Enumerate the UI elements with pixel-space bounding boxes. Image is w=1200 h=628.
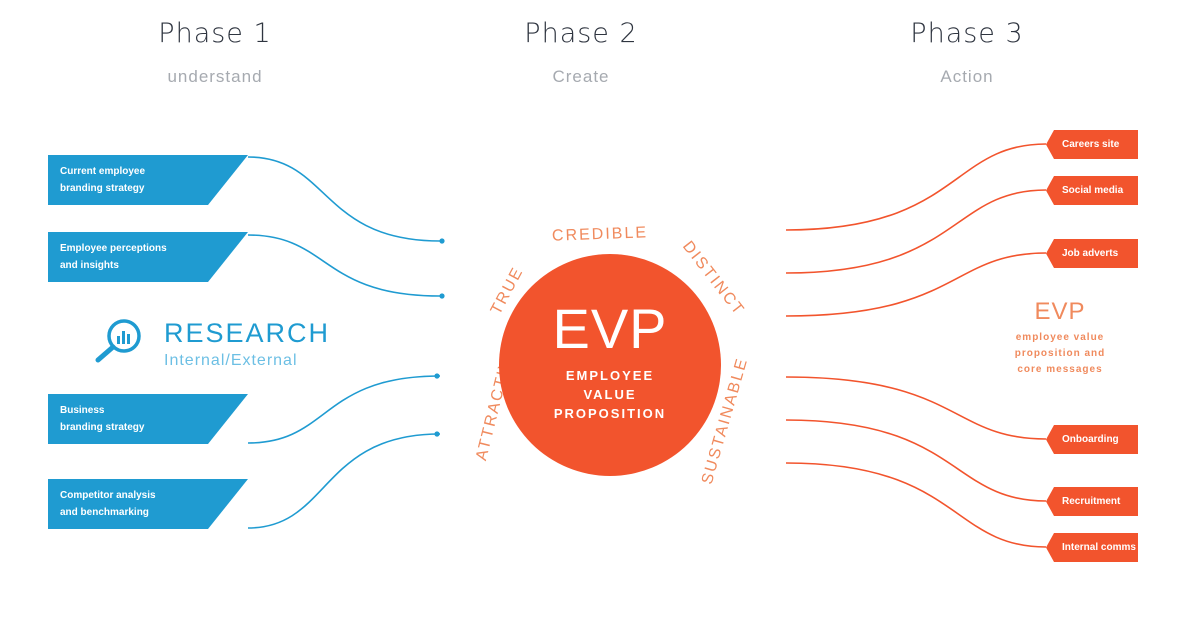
evp-subtitle-line1: EMPLOYEE [565, 368, 655, 383]
input-tag-2: Employee perceptions and insights [48, 232, 248, 282]
connector-right-1 [785, 143, 1047, 231]
phase-2-title: Phase 2 [524, 18, 638, 49]
evp-subtitle-line3: PROPOSITION [553, 406, 667, 421]
connector-dot-3 [434, 373, 440, 379]
input-tag-1-line2: branding strategy [60, 183, 145, 194]
phase-1-header: Phase 1 understand [85, 18, 345, 87]
input-tag-3-line2: branding strategy [60, 422, 145, 433]
input-tag-2-line1: Employee perceptions [60, 243, 167, 254]
research-block: RESEARCH Internal/External [92, 316, 332, 376]
connector-dot-2 [439, 293, 445, 299]
output-tag-6: Internal comms [1046, 533, 1138, 562]
phase-2-subtitle: Create [552, 67, 610, 86]
evp-title: EVP [552, 297, 668, 360]
input-tag-3: Business branding strategy [48, 394, 248, 444]
evp-summary: EVP employee value proposition and core … [990, 298, 1130, 378]
connector-left-1 [247, 156, 441, 242]
phase-3-title: Phase 3 [910, 18, 1024, 49]
input-tag-4-line2: and benchmarking [60, 507, 149, 518]
input-tag-3-line1: Business [60, 405, 105, 416]
connector-right-2 [785, 189, 1047, 274]
connector-left-2 [247, 234, 441, 297]
connector-right-4 [785, 376, 1047, 440]
connector-left-4 [247, 433, 441, 529]
ring-word-credible: CREDIBLE [551, 224, 649, 245]
evp-subtitle-line2: VALUE [583, 387, 637, 402]
evp-summary-title: EVP [1034, 298, 1086, 325]
phase-3-subtitle: Action [940, 67, 994, 86]
research-subtitle: Internal/External [164, 352, 298, 369]
input-tag-4-line1: Competitor analysis [60, 490, 156, 501]
evp-summary-body: employee value proposition and core mess… [990, 330, 1130, 378]
magnifier-chart-icon [95, 319, 141, 363]
connector-right-6 [785, 462, 1047, 548]
evp-summary-line2: proposition and [1014, 348, 1106, 359]
evp-summary-line3: core messages [1017, 364, 1103, 375]
phase-1-subtitle: understand [167, 67, 263, 86]
evp-subtitle: EMPLOYEE VALUE PROPOSITION [499, 366, 721, 423]
evp-summary-line1: employee value [1015, 332, 1105, 343]
connector-right-3 [785, 252, 1047, 317]
input-tag-1-line1: Current employee [60, 166, 146, 177]
output-tag-5: Recruitment [1046, 487, 1138, 516]
phase-1-title: Phase 1 [158, 18, 272, 49]
evp-circle: EVP EMPLOYEE VALUE PROPOSITION [499, 254, 721, 476]
connector-left-3 [247, 375, 441, 444]
connector-dot-4 [434, 431, 440, 437]
research-title: RESEARCH [164, 318, 331, 348]
output-tag-2: Social media [1046, 176, 1138, 205]
output-tag-3: Job adverts [1046, 239, 1138, 268]
output-tag-4: Onboarding [1046, 425, 1138, 454]
phase-2-header: Phase 2 Create [451, 18, 711, 87]
input-tag-2-line2: and insights [60, 260, 119, 271]
phase-3-header: Phase 3 Action [837, 18, 1097, 87]
connector-dot-1 [439, 238, 445, 244]
connector-right-5 [785, 419, 1047, 502]
output-tag-1: Careers site [1046, 130, 1138, 159]
